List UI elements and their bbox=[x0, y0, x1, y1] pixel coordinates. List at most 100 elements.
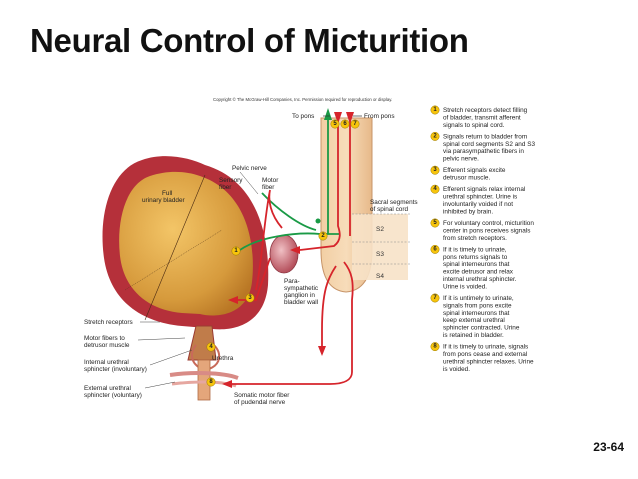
step-text-line: spinal cord segments S2 and S3 bbox=[443, 141, 535, 148]
marker-3: 3 bbox=[245, 293, 255, 303]
step-number: 2 bbox=[433, 133, 437, 139]
step-text-line: of bladder, transmit afferent bbox=[443, 114, 521, 121]
step-number-badge bbox=[430, 218, 440, 228]
svg-text:6: 6 bbox=[343, 121, 347, 127]
step-text-line: signals from pons excite bbox=[443, 302, 512, 309]
marker-4: 4 bbox=[206, 342, 216, 352]
svg-text:2: 2 bbox=[321, 233, 325, 239]
step-number-badge bbox=[430, 105, 440, 115]
motor-fibers-label-2: detrusor muscle bbox=[84, 342, 130, 349]
to-pons-label: To pons bbox=[292, 113, 314, 120]
step-text-line: is retained in bladder. bbox=[443, 332, 504, 339]
marker-7: 7 bbox=[350, 119, 360, 129]
step-number: 4 bbox=[433, 186, 437, 192]
parasympathetic-ganglion bbox=[269, 234, 299, 274]
step-number-badge bbox=[430, 165, 440, 175]
step-number: 1 bbox=[433, 107, 437, 113]
svg-text:3: 3 bbox=[248, 295, 252, 301]
stretch-receptors-label: Stretch receptors bbox=[84, 319, 133, 326]
sensory-fiber-label-2: fiber bbox=[219, 184, 232, 191]
ganglion-label-4: bladder wall bbox=[284, 299, 318, 306]
pelvic-nerve-label: Pelvic nerve bbox=[232, 165, 267, 172]
segment-s3-label: S3 bbox=[376, 251, 384, 258]
step-number-badge bbox=[430, 131, 440, 141]
slide-title: Neural Control of Micturition bbox=[30, 22, 469, 59]
step-number-badge bbox=[430, 184, 440, 194]
step-text-line: via parasympathetic fibers in bbox=[443, 148, 524, 155]
sacral-label-2: of spinal cord bbox=[370, 206, 408, 213]
step-text-line: urethral sphincter. Urine is bbox=[443, 194, 517, 201]
step-text-line: Urine is voided. bbox=[443, 283, 487, 290]
step-text-line: from stretch receptors. bbox=[443, 235, 507, 242]
step-text-line: If it is untimely to urinate, bbox=[443, 295, 514, 302]
marker-8: 8 bbox=[206, 377, 216, 387]
urethra-label: Urethra bbox=[212, 355, 234, 362]
ganglion-label-2: sympathetic bbox=[284, 285, 319, 292]
full-bladder-label-1: Full bbox=[162, 190, 172, 197]
step-text-line: is voided. bbox=[443, 366, 470, 373]
full-bladder-label-2: urinary bladder bbox=[142, 197, 186, 204]
step-number: 5 bbox=[433, 220, 437, 226]
step-text-line: spinal interneurons that bbox=[443, 261, 510, 268]
sensory-fiber-label-1: Sensory bbox=[219, 177, 243, 184]
step-item-7: 7 If it is untimely to urinate,signals fr… bbox=[430, 293, 520, 339]
step-text-line: Signals return to bladder from bbox=[443, 133, 527, 140]
external-sphincter-label-1: External urethral bbox=[84, 385, 131, 392]
step-text-line: urethral sphincter relaxes. Urine bbox=[443, 358, 534, 365]
step-text-line: involuntarily voided if not bbox=[443, 201, 513, 208]
step-text-line: detrusor muscle. bbox=[443, 175, 490, 182]
urinary-bladder bbox=[102, 156, 269, 401]
step-text-line: signals to spinal cord. bbox=[443, 122, 505, 129]
step-text-line: keep external urethral bbox=[443, 317, 505, 324]
step-text-line: center in pons receives signals bbox=[443, 227, 530, 234]
segment-s4-label: S4 bbox=[376, 273, 384, 280]
step-text-line: For voluntary control, micturition bbox=[443, 220, 534, 227]
motor-fiber-label-2: fiber bbox=[262, 184, 275, 191]
from-pons-label: From pons bbox=[364, 113, 395, 120]
marker-1: 1 bbox=[231, 246, 241, 256]
svg-text:8: 8 bbox=[209, 379, 213, 385]
motor-fiber-label-1: Motor bbox=[262, 177, 279, 184]
step-number-badge bbox=[430, 342, 440, 352]
step-text-line: pelvic nerve. bbox=[443, 156, 479, 163]
slide-number: 23-64 bbox=[593, 440, 624, 454]
motor-fibers-label-1: Motor fibers to bbox=[84, 335, 125, 342]
step-text-line: Stretch receptors detect filling bbox=[443, 107, 528, 114]
step-item-5: 5 For voluntary control, micturitioncente… bbox=[430, 218, 534, 242]
step-text-line: pons returns signals to bbox=[443, 254, 508, 261]
marker-5: 5 bbox=[330, 119, 340, 129]
somatic-fiber-label-1: Somatic motor fiber bbox=[234, 392, 290, 399]
step-number-badge bbox=[430, 244, 440, 254]
step-text-line: Efferent signals excite bbox=[443, 167, 506, 174]
step-text-line: internal urethral sphincter. bbox=[443, 276, 517, 283]
step-number: 3 bbox=[433, 167, 437, 173]
marker-6: 6 bbox=[340, 119, 350, 129]
external-sphincter-label-2: sphincter (voluntary) bbox=[84, 392, 142, 399]
segment-s2-label: S2 bbox=[376, 226, 384, 233]
step-number: 7 bbox=[433, 295, 437, 301]
svg-text:4: 4 bbox=[209, 344, 213, 350]
step-number-badge bbox=[430, 293, 440, 303]
step-text-line: inhibited by brain. bbox=[443, 208, 493, 215]
step-text-line: excite detrusor and relax bbox=[443, 269, 514, 276]
ganglion-label-3: ganglion in bbox=[284, 292, 315, 299]
diagram-markers: 1 2 3 4 5 6 7 8 bbox=[206, 119, 360, 387]
somatic-fiber-label-2: of pudendal nerve bbox=[234, 399, 286, 406]
step-text-line: spinal interneurons that bbox=[443, 310, 510, 317]
copyright-notice: Copyright © The McGraw-Hill Companies, I… bbox=[213, 97, 392, 102]
sensory-pathway bbox=[235, 116, 339, 254]
spinal-cord: S2 S3 S4 bbox=[320, 117, 410, 293]
svg-text:1: 1 bbox=[234, 248, 238, 254]
motor-pathway bbox=[226, 112, 354, 385]
internal-sphincter-label-1: Internal urethral bbox=[84, 359, 129, 366]
diagram-labels: To pons From pons Pelvic nerve Sensory f… bbox=[84, 113, 418, 406]
step-number: 8 bbox=[433, 344, 437, 350]
